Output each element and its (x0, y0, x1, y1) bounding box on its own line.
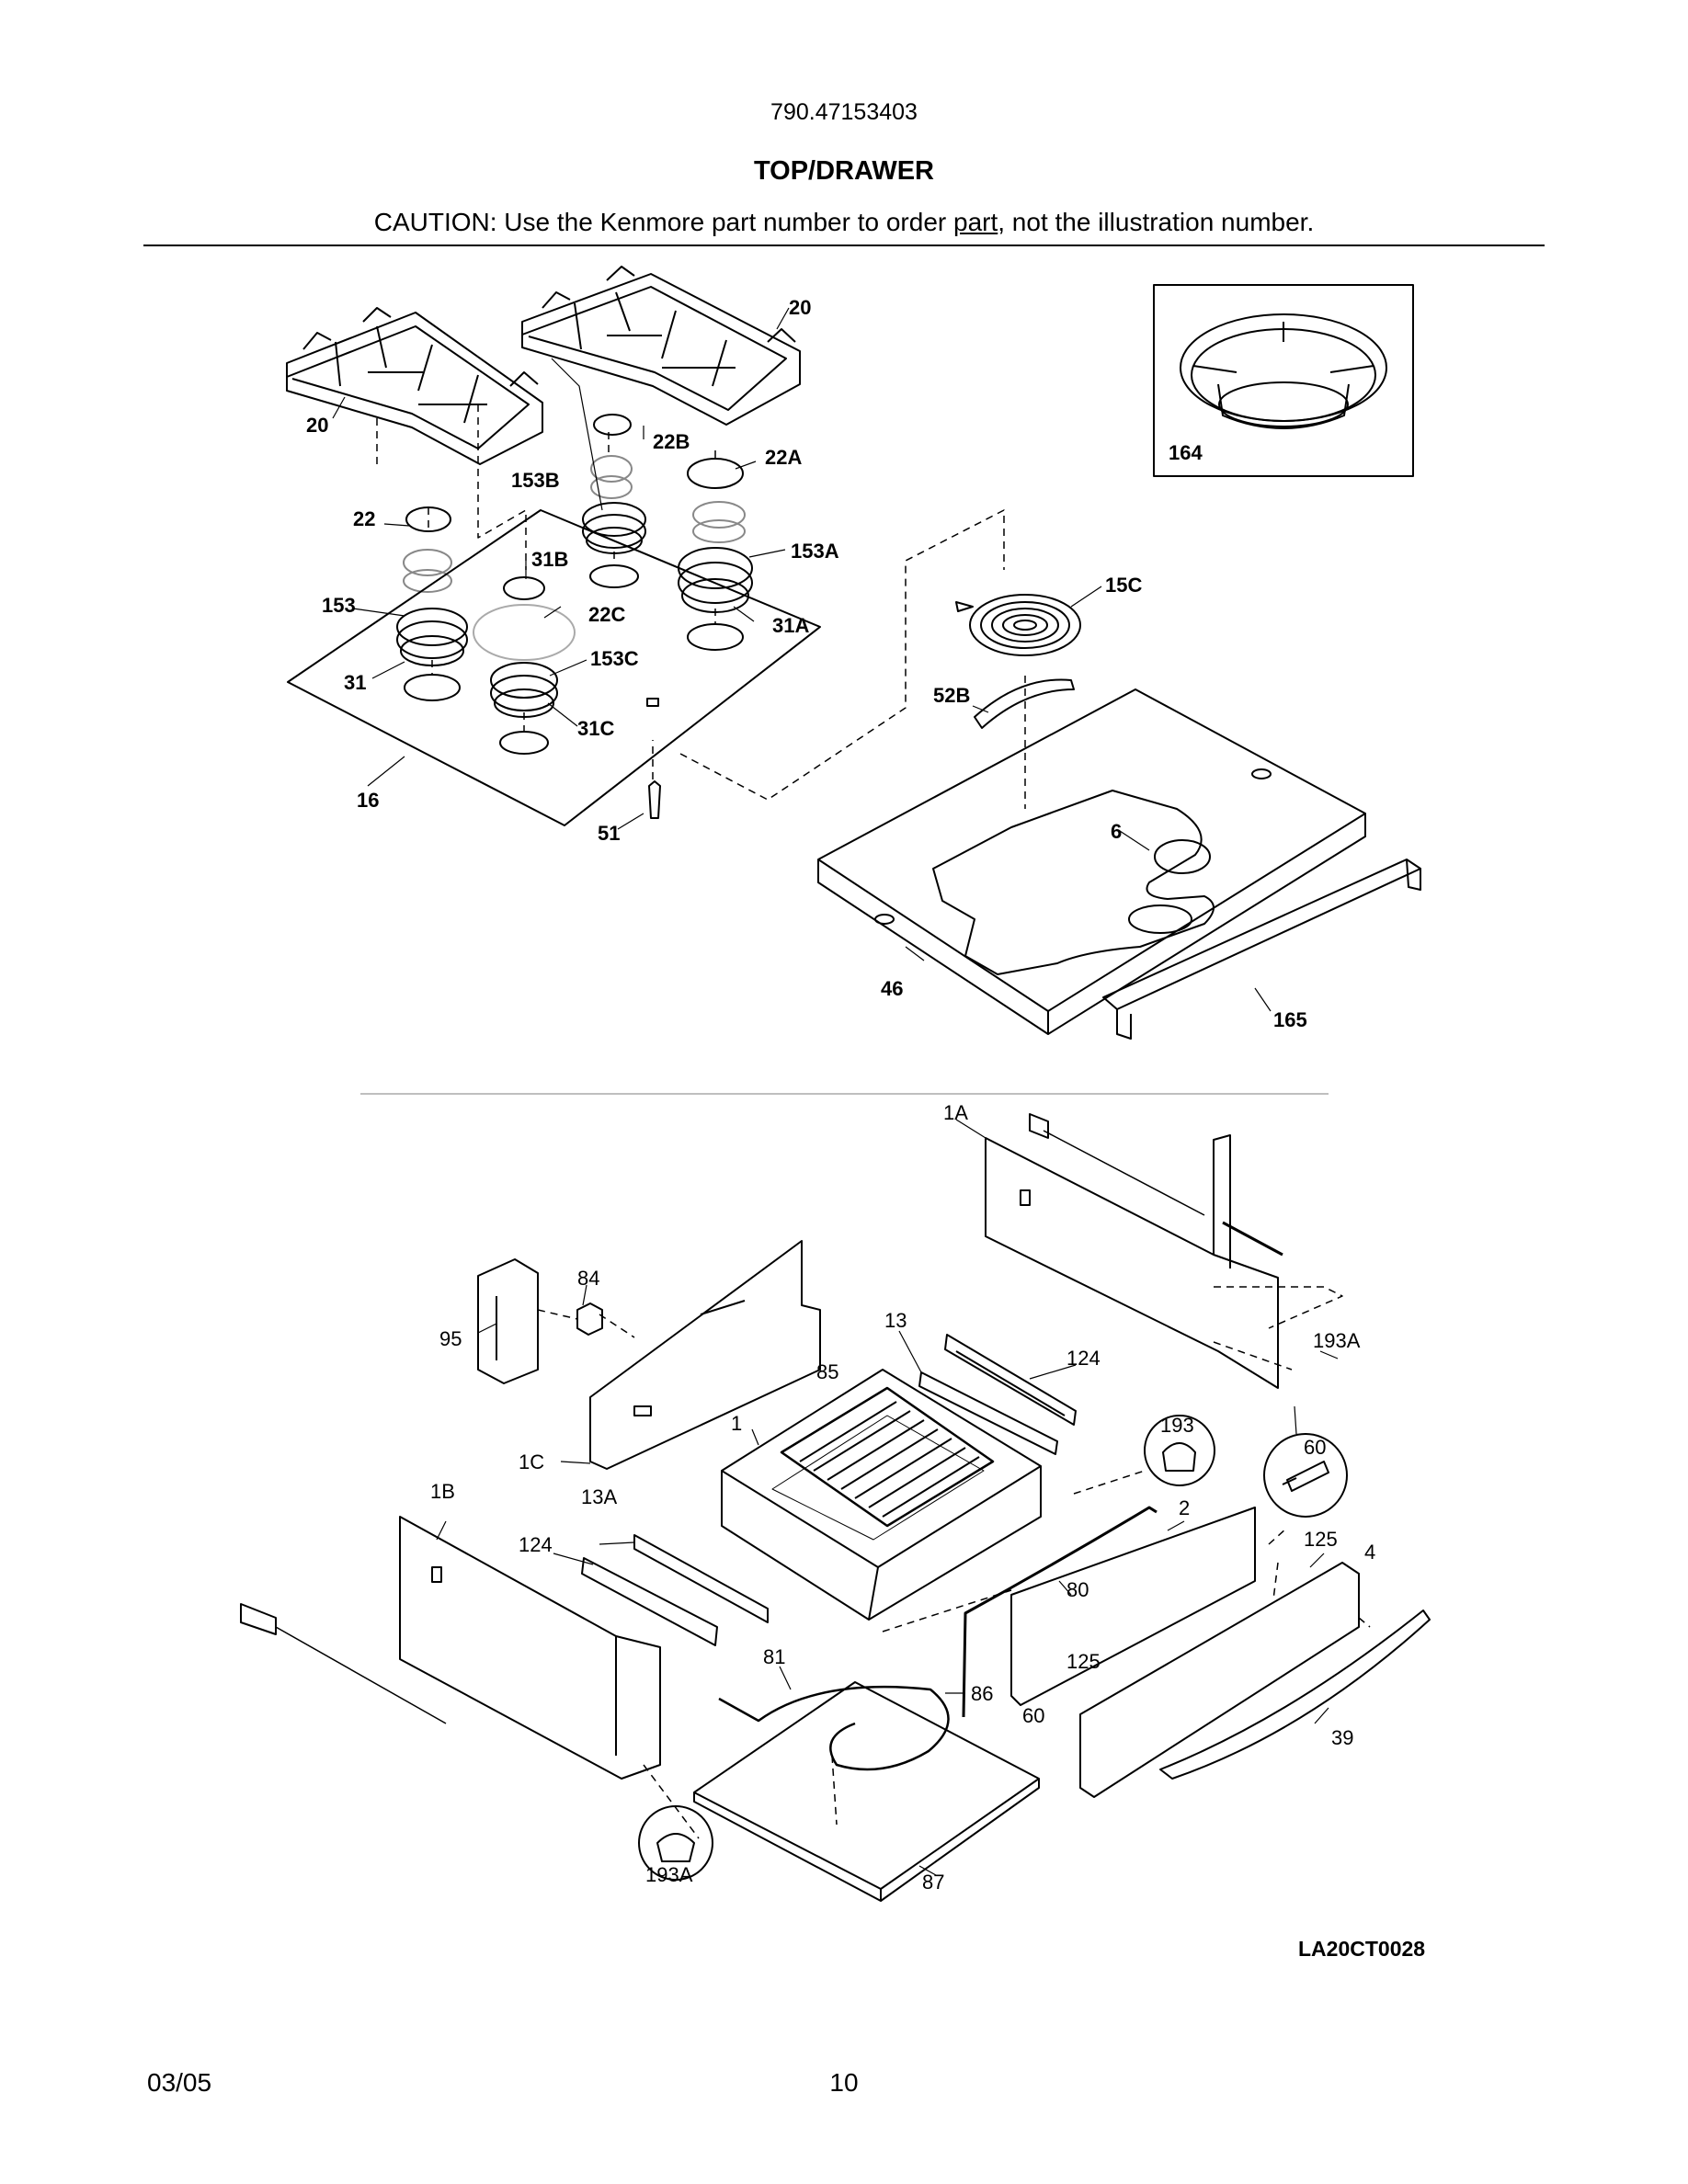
callout-label: 124 (1066, 1347, 1101, 1370)
callout-label: 31C (577, 717, 614, 740)
callout-label: 20 (789, 296, 811, 319)
callout-label: 80 (1066, 1578, 1089, 1601)
callout-label: 193A (1313, 1329, 1361, 1352)
top-callout-labels: 20 20 22B 22A 153B 22 31B 153A 153 22C 3… (306, 296, 1307, 1031)
assembly-lines-drawer (537, 1286, 1371, 1839)
header-divider (143, 245, 1545, 246)
support-bracket (974, 678, 1075, 729)
caution-note: CAUTION: Use the Kenmore part number to … (0, 208, 1688, 237)
caution-suffix: , not the illustration number. (998, 208, 1315, 236)
callout-label: 153A (791, 540, 839, 563)
igniter (648, 780, 661, 819)
callout-label: 125 (1066, 1650, 1101, 1673)
callout-label: 1B (430, 1480, 455, 1503)
callout-label: 87 (922, 1871, 944, 1894)
drawer-box (721, 1369, 1042, 1621)
leader-lines-drawer (436, 1119, 1339, 1876)
grate-right (521, 266, 801, 426)
callout-label: 31 (344, 671, 366, 694)
callout-label: 13 (884, 1309, 907, 1332)
callout-label: 60 (1304, 1436, 1326, 1459)
slide-rail-13A (633, 1534, 769, 1623)
footer-date: 03/05 (147, 2068, 212, 2097)
callout-label: 16 (357, 789, 379, 812)
burner-ring-164 (1180, 313, 1387, 429)
callout-label: 39 (1331, 1726, 1353, 1749)
drawer-callout-labels: 1A 84 95 13 124 193A 85 193 60 1 1C 2 12… (430, 1101, 1375, 1894)
outer-door (1079, 1562, 1360, 1798)
panel-1C (589, 1240, 821, 1470)
callout-label: 81 (763, 1645, 785, 1668)
callout-label: 125 (1304, 1528, 1338, 1551)
callout-label: 51 (598, 822, 620, 845)
callout-label: 85 (816, 1360, 838, 1383)
bake-element (718, 1685, 950, 1771)
assembly-lines-top (376, 404, 1026, 809)
callout-label: 153C (590, 647, 639, 670)
bracket-84 (576, 1302, 603, 1336)
model-number: 790.47153403 (770, 99, 918, 125)
callout-label: 46 (881, 977, 903, 1000)
callout-label: 22B (653, 430, 690, 453)
callout-label: 164 (1169, 441, 1203, 464)
wire-1A (1043, 1130, 1205, 1216)
callout-label: 60 (1022, 1704, 1044, 1727)
callout-label: 52B (933, 684, 970, 707)
callout-label: 193 (1160, 1414, 1194, 1437)
page-number: 10 (829, 2068, 859, 2097)
grate-left (286, 307, 543, 465)
radiant-element (955, 594, 1081, 656)
slide-rail-left (581, 1557, 718, 1646)
slide-rail-right (944, 1334, 1077, 1426)
callout-label: 1C (519, 1450, 544, 1473)
leader-lines-top (332, 307, 1272, 1012)
slide-rail-13 (918, 1371, 1058, 1455)
inset-frame (1153, 284, 1414, 477)
callout-label: 95 (439, 1327, 462, 1350)
door-handle (1159, 1610, 1431, 1780)
detail-circle-193A (638, 1805, 713, 1881)
caution-link: part (953, 208, 998, 236)
detail-circle-193 (1144, 1415, 1215, 1486)
callout-label: 84 (577, 1267, 599, 1290)
callout-label: 20 (306, 414, 328, 437)
wire-1B (275, 1626, 447, 1724)
callout-label: 22 (353, 507, 375, 530)
callout-label: 165 (1273, 1008, 1307, 1031)
callout-label: 1 (731, 1412, 742, 1435)
callout-label: 4 (1364, 1541, 1375, 1564)
rear-rail (1102, 859, 1421, 1040)
figure-code: LA20CT0028 (1298, 1937, 1426, 1961)
burner-components (403, 414, 746, 593)
callout-label: 86 (971, 1682, 993, 1705)
callout-label: 31B (531, 548, 568, 571)
bottom-tray (693, 1681, 1040, 1902)
callout-label: 153B (511, 469, 560, 492)
plug-1B (240, 1603, 277, 1635)
detail-circle-60 (1263, 1433, 1348, 1518)
side-panel-1B (399, 1516, 661, 1780)
burner-box (817, 688, 1366, 1035)
callout-label: 193A (645, 1863, 693, 1886)
callout-label: 15C (1105, 574, 1142, 597)
callout-label: 6 (1111, 820, 1122, 843)
section-title: TOP/DRAWER (753, 156, 935, 186)
inner-door (1010, 1507, 1256, 1706)
callout-label: 31A (772, 614, 809, 637)
callout-label: 124 (519, 1533, 553, 1556)
callout-label: 13A (581, 1485, 617, 1508)
callout-label: 1A (943, 1101, 968, 1124)
callout-label: 153 (322, 594, 356, 617)
side-panel-1A (985, 1134, 1279, 1389)
caution-prefix: CAUTION: Use the Kenmore part number to … (373, 208, 953, 236)
door-gasket (962, 1506, 1158, 1718)
plug-1A (1029, 1113, 1049, 1139)
callout-label: 2 (1179, 1496, 1190, 1519)
callout-label: 22C (588, 603, 625, 626)
callout-label: 22A (765, 446, 802, 469)
shield-95 (477, 1258, 539, 1384)
